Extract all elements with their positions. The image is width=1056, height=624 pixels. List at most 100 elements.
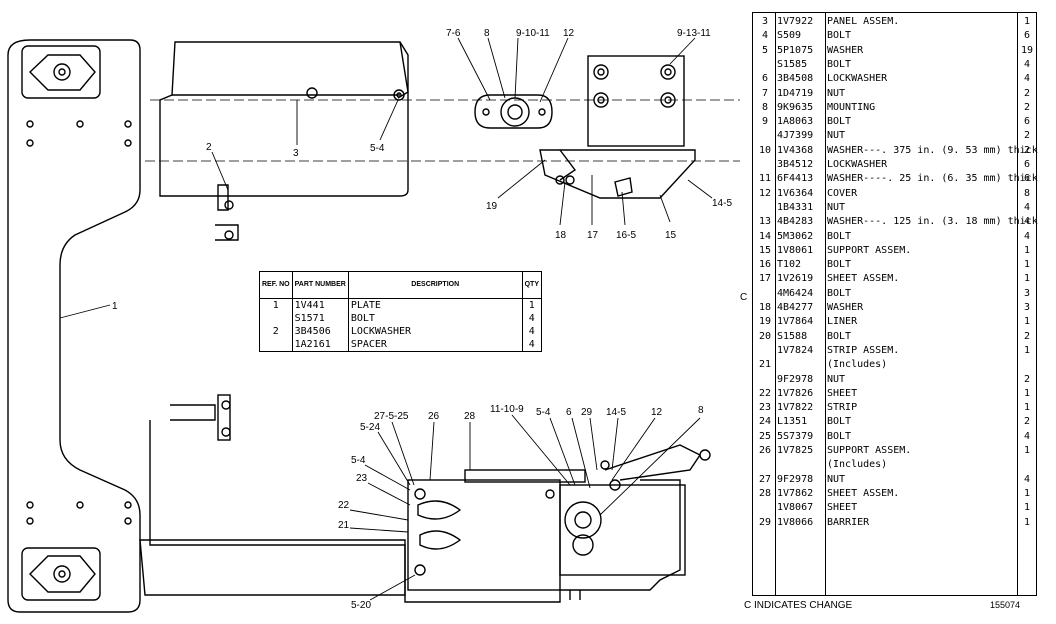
desc-cell: SUPPORT ASSEM. — [827, 445, 912, 456]
qty-cell: 2 — [1023, 416, 1031, 428]
qty-cell: 1 — [1023, 502, 1031, 514]
table-row: S1571 BOLT 4 — [260, 312, 542, 325]
ref-cell: 21 — [758, 359, 772, 371]
ref-cell: 6 — [761, 73, 769, 85]
part-cell: 1V7822 — [777, 402, 814, 414]
qty-cell: 1 — [1023, 316, 1031, 328]
part-cell: S1585 — [777, 58, 808, 70]
part-cell: 4J7399 — [777, 130, 814, 142]
qty-cell: 2 — [1023, 101, 1031, 113]
desc-cell: LINER — [827, 316, 858, 328]
list-item: S1585 BOLT 4 — [753, 58, 1036, 72]
ref-cell: 28 — [758, 487, 772, 499]
qty-cell: 4 — [1023, 58, 1031, 70]
callout-16-5: 16-5 — [616, 230, 636, 241]
qty-cell: 3 — [1023, 287, 1031, 299]
ref-cell: 13 — [758, 216, 772, 228]
qty-cell: 4 — [1023, 201, 1031, 213]
callout-12-b: 12 — [651, 407, 663, 418]
figure-number: 155074 — [990, 600, 1021, 610]
sheet-assembly — [464, 469, 586, 483]
ref-cell: 8 — [761, 101, 769, 113]
desc-cell: LOCKWASHER — [827, 159, 888, 170]
qty-cell: 4 — [1023, 216, 1031, 228]
desc-cell: WASHER---. 375 in. (9. 53 mm) thick — [827, 144, 1038, 156]
ref-cell: 1 — [272, 300, 279, 311]
callout-26: 26 — [428, 411, 440, 422]
callout-6: 6 — [566, 407, 572, 418]
qty-cell: 6 — [1023, 173, 1031, 185]
callout-9-13-11: 9-13-11 — [677, 28, 711, 39]
part-cell: 1V4368 — [777, 144, 814, 156]
part-cell: 5S7379 — [777, 430, 814, 442]
callout-5-4-c: 5-4 — [351, 455, 366, 466]
desc-cell: BOLT — [827, 58, 852, 70]
ref-cell: 5 — [761, 44, 769, 56]
desc-cell: SHEET — [827, 387, 858, 399]
desc-cell: (Includes) — [827, 359, 888, 371]
callout-7-6: 7-6 — [446, 28, 461, 39]
part-cell: 5P1075 — [777, 44, 814, 56]
callout-18: 18 — [555, 230, 567, 241]
callout-23: 23 — [356, 473, 368, 484]
desc-cell: STRIP — [827, 402, 858, 414]
list-item: (Includes) — [753, 458, 1036, 472]
cover-block — [587, 55, 685, 147]
qty-cell: 8 — [1023, 187, 1031, 199]
header-qty: QTY — [521, 271, 542, 299]
callout-28: 28 — [464, 411, 476, 422]
desc-cell: NUT — [827, 130, 846, 142]
qty-cell: 6 — [1023, 159, 1031, 170]
desc-cell: WASHER — [827, 302, 864, 313]
desc-cell: (Includes) — [827, 459, 888, 471]
table-row: 1A2161 SPACER 4 — [260, 338, 542, 352]
desc-cell: BOLT — [827, 430, 852, 442]
part-cell: 1V8066 — [777, 516, 814, 528]
part-cell: 1A8063 — [777, 116, 814, 128]
desc-cell: BOLT — [827, 330, 852, 342]
ref-cell: 14 — [758, 230, 772, 242]
ref-cell: 22 — [758, 387, 772, 399]
part-cell: 1V6364 — [777, 187, 814, 199]
qty-cell: 1 — [1023, 445, 1031, 456]
desc-cell: NUT — [827, 473, 846, 485]
part-cell: 1V8067 — [777, 502, 814, 514]
desc-cell: BOLT — [347, 312, 523, 325]
part-cell: 4B4283 — [777, 216, 814, 228]
qty-cell: 4 — [1023, 473, 1031, 485]
qty-cell: 1 — [1023, 402, 1031, 414]
desc-cell: BOLT — [827, 416, 852, 428]
callout-17: 17 — [587, 230, 599, 241]
small-parts-table: REF. NO PART NUMBER DESCRIPTION QTY 1 1V… — [259, 271, 542, 352]
ref-cell: 7 — [761, 87, 769, 99]
callout-27-5-25: 27-5-25 — [374, 411, 409, 422]
desc-cell: LOCKWASHER — [827, 73, 888, 85]
desc-cell: BOLT — [827, 259, 852, 271]
part-cell: S1571 — [291, 312, 349, 325]
part-cell: 9F2978 — [777, 373, 814, 385]
part-cell: 9K9635 — [777, 101, 814, 113]
ref-cell — [260, 312, 293, 325]
callout-15: 15 — [665, 230, 677, 241]
callout-9-10-11: 9-10-11 — [516, 28, 550, 39]
ref-cell: 11 — [758, 173, 772, 185]
desc-cell: BOLT — [827, 30, 852, 42]
desc-cell: NUT — [827, 87, 846, 99]
part-cell: T102 — [777, 259, 802, 271]
part-cell: 1V7826 — [777, 387, 814, 399]
